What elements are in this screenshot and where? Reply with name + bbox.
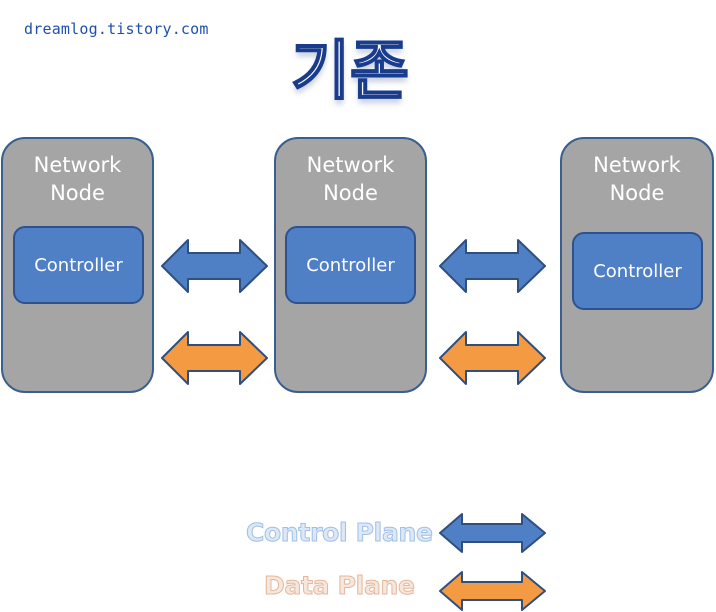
network-node-2-label: Network Node (306, 153, 395, 205)
diagram-title: 기존 (290, 34, 410, 110)
legend-data-plane-label: Data Plane (264, 571, 416, 601)
data-plane-arrow-shape (161, 331, 268, 385)
control-plane-arrow-shape (439, 239, 546, 293)
data-plane-arrow-1-2 (161, 331, 268, 385)
watermark: dreamlog.tistory.com (24, 20, 209, 38)
legend-data-plane-arrow (439, 571, 546, 611)
controller-1: Controller (13, 226, 144, 304)
data-plane-arrow-2-3 (439, 331, 546, 385)
data-plane-arrow-shape (439, 331, 546, 385)
legend-data-plane-arrow-shape (439, 571, 546, 611)
controller-2: Controller (285, 226, 416, 304)
legend-control-plane-arrow-shape (439, 513, 546, 553)
legend-control-plane-arrow (439, 513, 546, 553)
control-plane-arrow-shape (161, 239, 268, 293)
network-node-3-label: Network Node (593, 153, 681, 205)
control-plane-arrow-2-3 (439, 239, 546, 293)
network-node-1-label: Network Node (33, 153, 122, 205)
control-plane-arrow-1-2 (161, 239, 268, 293)
legend-control-plane-label: Control Plane (246, 518, 434, 548)
controller-3: Controller (572, 232, 703, 310)
